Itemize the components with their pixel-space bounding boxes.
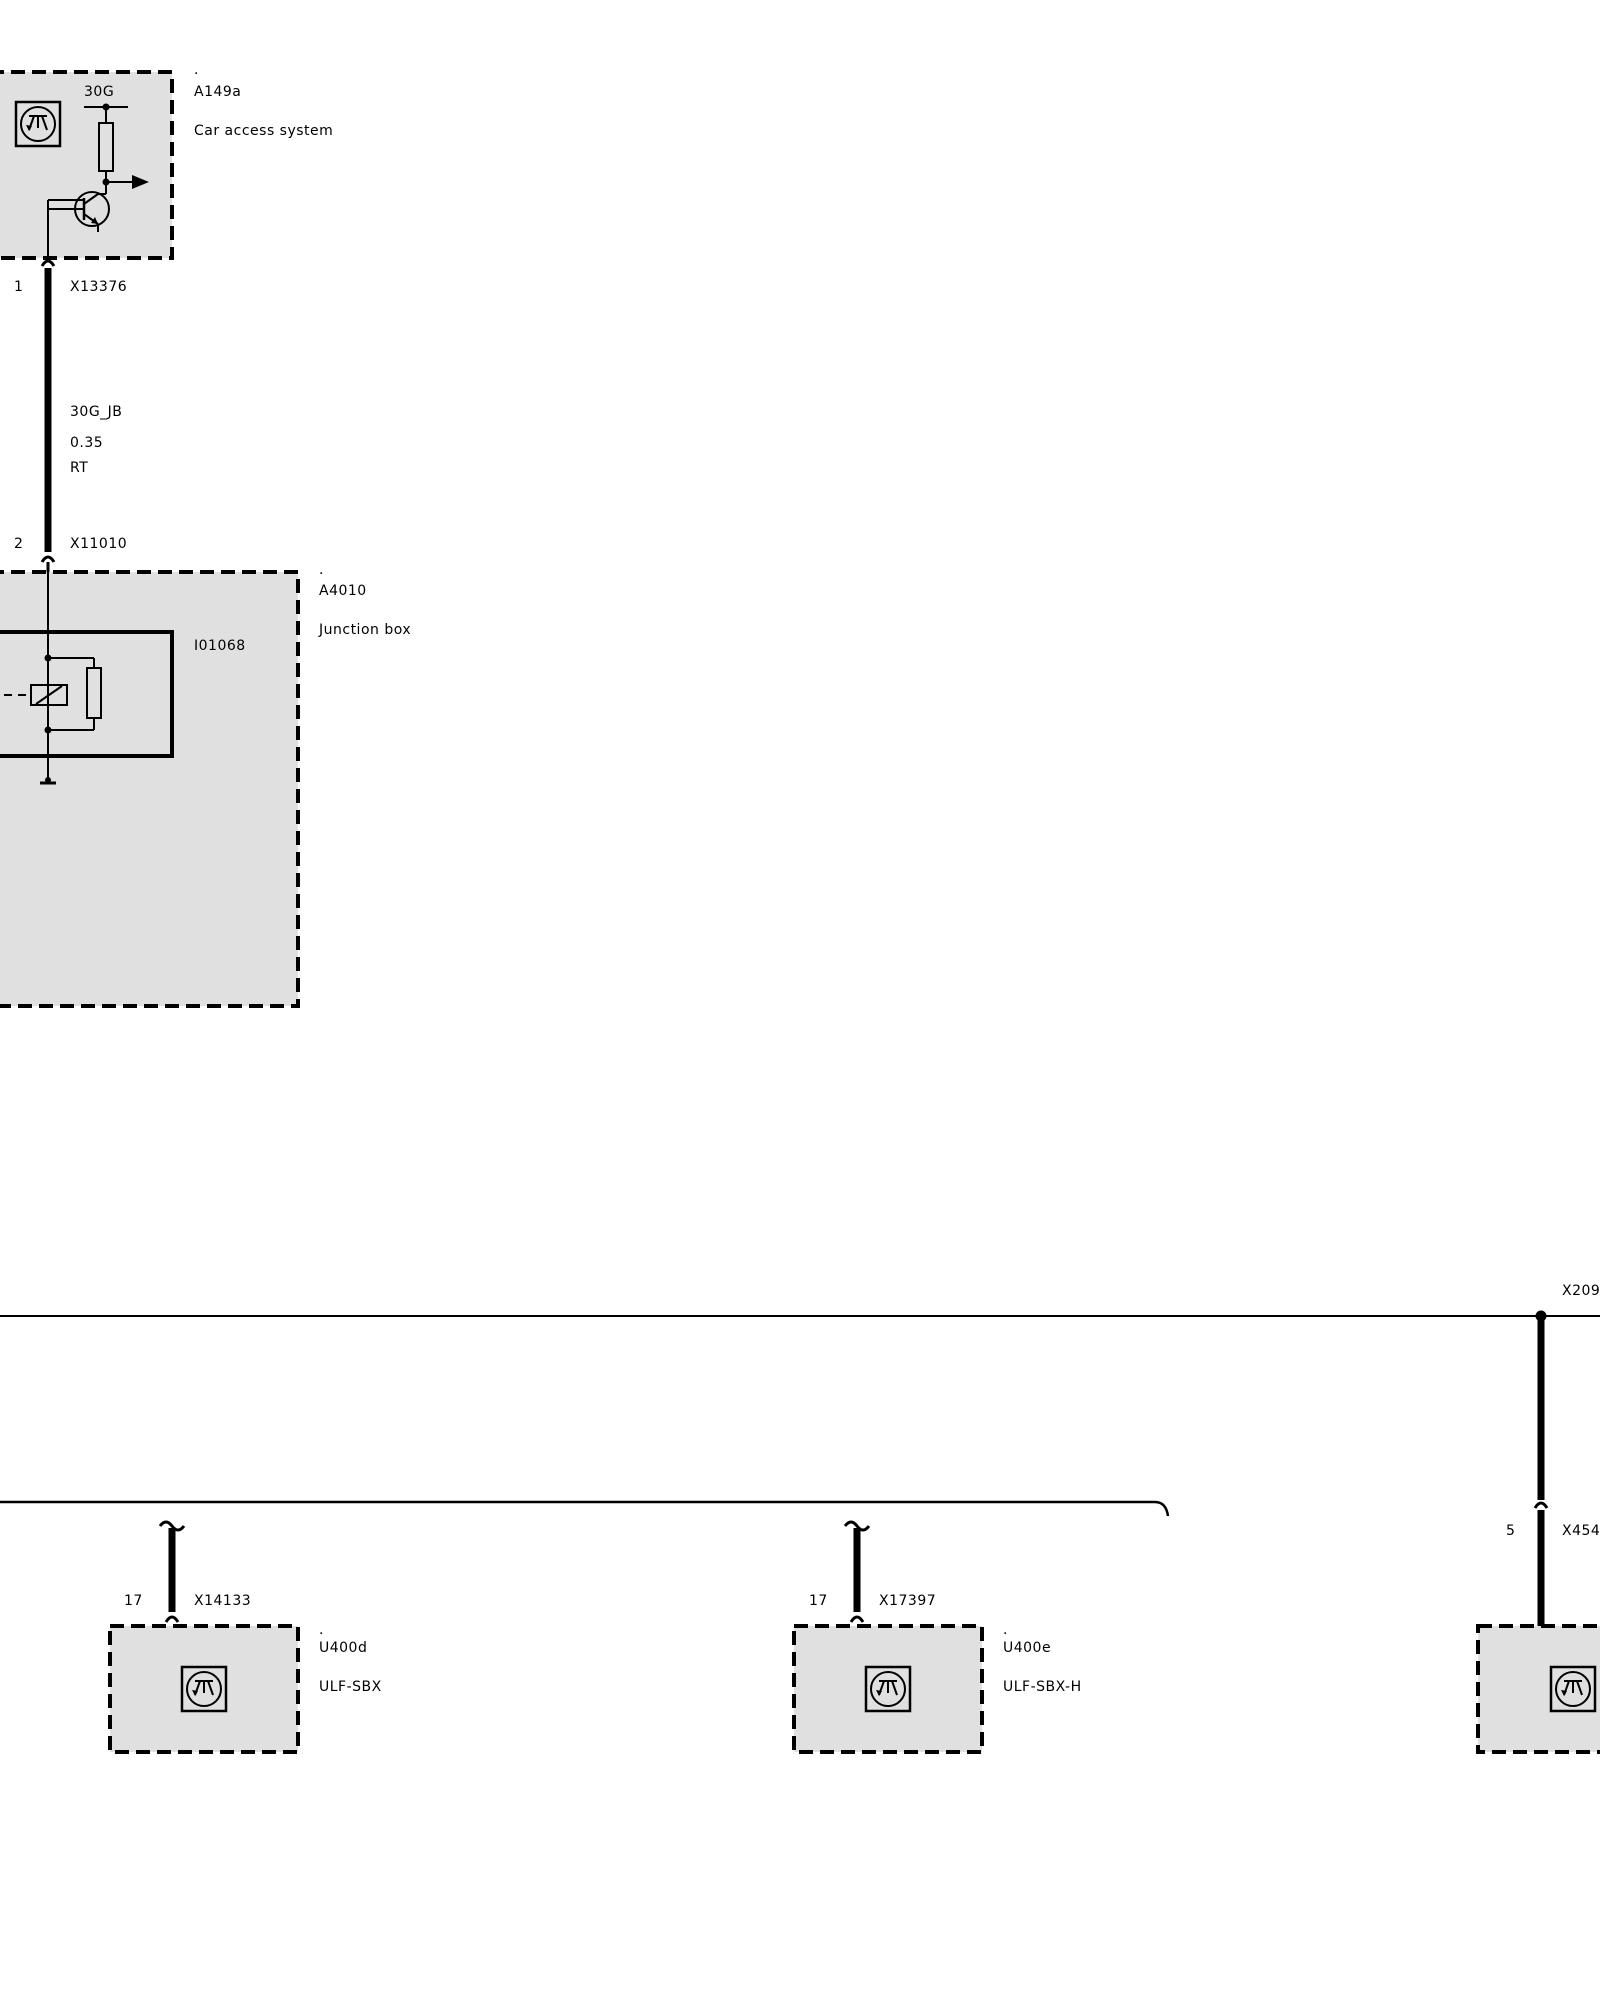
x14133-pin: 17 [124,1593,143,1609]
ulf-sbx-h-module [792,1624,984,1754]
a4010-name: Junction box [319,622,412,638]
a149a-name: Car access system [194,123,334,139]
wire-x14133 [158,1520,186,1623]
x454-id: X454 [1562,1523,1600,1539]
car-access-system-module [0,70,174,260]
a4010-dot: . [319,562,324,578]
u400e-id: U400e [1003,1640,1052,1656]
x13376-pin: 1 [14,279,24,295]
junction-box-module [0,570,300,1008]
bus-line [0,1310,1600,1322]
wire-name: 30G_JB [70,404,123,420]
a149a-id: A149a [194,84,242,100]
a149a-dot: . [194,62,199,78]
wire-30g-jb [40,259,56,572]
terminal-30g-label: 30G [84,84,115,100]
u400d-id: U400d [319,1640,368,1656]
wire-x454 [1533,1316,1549,1626]
x13376-id: X13376 [70,279,128,295]
i01068-id: I01068 [194,638,246,654]
x11010-id: X11010 [70,536,128,552]
wire-color: RT [70,460,89,476]
partial-module-right [1476,1624,1600,1754]
x17397-pin: 17 [809,1593,828,1609]
x14133-id: X14133 [194,1593,252,1609]
wire-x17397 [843,1520,871,1623]
x11010-pin: 2 [14,536,24,552]
wire-cross-section: 0.35 [70,435,104,451]
u400e-name: ULF-SBX-H [1003,1679,1082,1695]
u400e-dot: . [1003,1622,1008,1638]
bracket-line [0,1500,1170,1517]
ulf-sbx-module [108,1624,300,1754]
u400d-name: ULF-SBX [319,1679,382,1695]
u400d-dot: . [319,1622,324,1638]
a4010-id: A4010 [319,583,367,599]
x454-pin: 5 [1506,1523,1516,1539]
x209-id: X209 [1562,1283,1600,1299]
x17397-id: X17397 [879,1593,937,1609]
